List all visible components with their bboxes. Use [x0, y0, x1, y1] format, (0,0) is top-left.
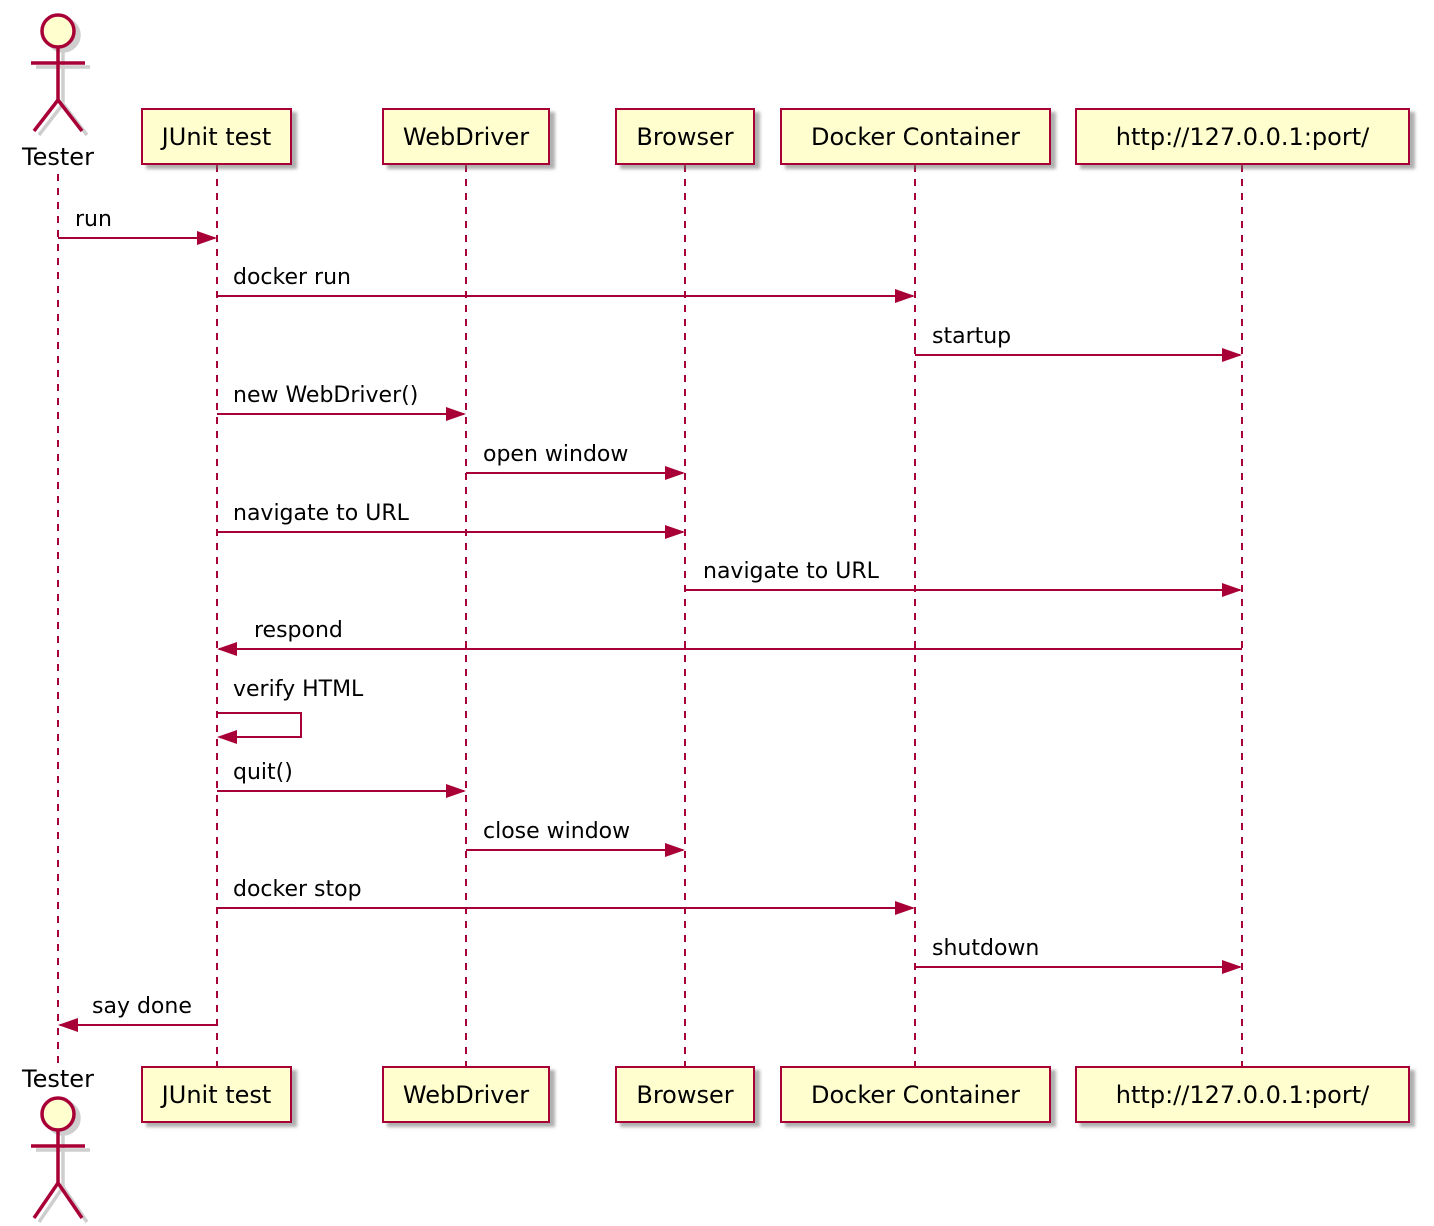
message-label-navigate-to-url-1: navigate to URL: [233, 501, 409, 526]
participant-browser-bottom: Browser: [615, 1066, 755, 1123]
message-arrows: [58, 231, 1242, 1032]
message-label-close-window: close window: [483, 819, 631, 844]
message-label-run: run: [75, 207, 112, 232]
arrow-verify-html-self: [217, 712, 302, 744]
participant-docker-top: Docker Container: [780, 108, 1051, 165]
actor-figure-bottom: [31, 1096, 90, 1223]
participant-webdriver-bottom: WebDriver: [382, 1066, 550, 1123]
actor-label-tester-bottom: Tester: [22, 1065, 94, 1093]
arrow-docker-run: [217, 289, 915, 303]
arrow-respond: [217, 642, 1242, 656]
actor-figure-top: [31, 13, 90, 137]
message-label-say-done: say done: [92, 994, 192, 1019]
message-label-startup: startup: [932, 324, 1012, 349]
message-label-navigate-to-url-2: navigate to URL: [703, 559, 879, 584]
participant-url-bottom: http://127.0.0.1:port/: [1075, 1066, 1410, 1123]
arrow-shutdown: [915, 960, 1242, 974]
actor-stick-figure-icon: [31, 13, 85, 133]
participant-junit-top: JUnit test: [141, 108, 292, 165]
participant-docker-bottom: Docker Container: [780, 1066, 1051, 1123]
message-label-docker-stop: docker stop: [233, 877, 362, 902]
arrow-navigate-to-url-2: [685, 583, 1242, 597]
actor-label-tester-top: Tester: [22, 143, 94, 171]
message-label-respond: respond: [254, 618, 343, 643]
lifelines: [57, 165, 1243, 1066]
arrow-say-done: [58, 1018, 217, 1032]
arrow-quit: [217, 784, 466, 798]
participant-url-top: http://127.0.0.1:port/: [1075, 108, 1410, 165]
message-label-verify-html: verify HTML: [233, 677, 364, 702]
arrow-new-webdriver: [217, 407, 466, 421]
participant-webdriver-top: WebDriver: [382, 108, 550, 165]
message-label-new-webdriver: new WebDriver(): [233, 383, 419, 408]
actor-stick-figure-icon: [31, 1096, 85, 1219]
message-label-shutdown: shutdown: [932, 936, 1040, 961]
arrow-run: [58, 231, 217, 245]
arrow-open-window: [466, 466, 685, 480]
arrow-navigate-to-url-1: [217, 525, 685, 539]
message-label-open-window: open window: [483, 442, 629, 467]
arrow-docker-stop: [217, 901, 915, 915]
arrow-startup: [915, 348, 1242, 362]
arrow-close-window: [466, 843, 685, 857]
participant-browser-top: Browser: [615, 108, 755, 165]
participant-junit-bottom: JUnit test: [141, 1066, 292, 1123]
message-label-quit: quit(): [233, 760, 293, 785]
message-label-docker-run: docker run: [233, 265, 351, 290]
